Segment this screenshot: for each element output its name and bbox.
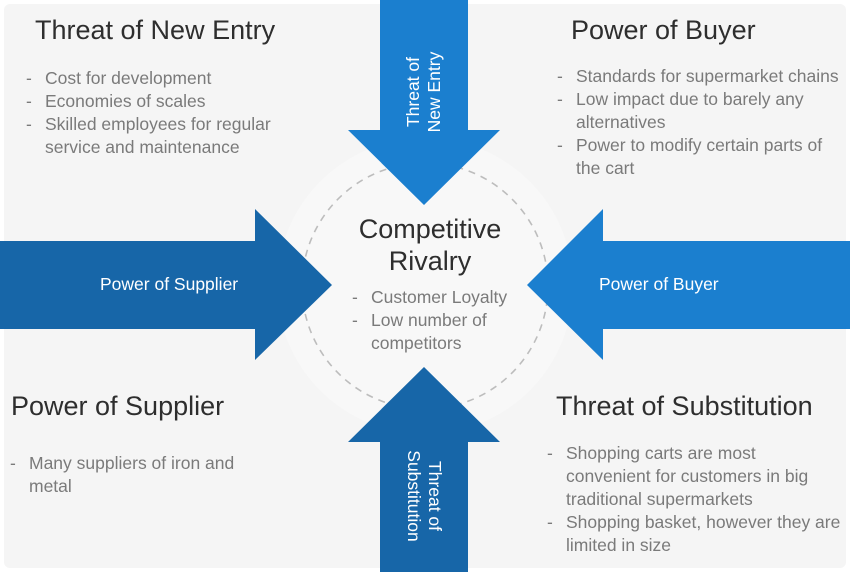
arrow-power-of-supplier bbox=[0, 209, 332, 360]
list-threat-of-new-entry: Cost for development Economies of scales… bbox=[26, 67, 316, 159]
list-item: Many suppliers of iron and metal bbox=[10, 452, 270, 498]
list-item: Low number of competitors bbox=[352, 309, 542, 355]
arrow-label-threat-of-new-entry: Threat of New Entry bbox=[403, 52, 445, 133]
list-item: Low impact due to barely any alternative… bbox=[557, 88, 850, 134]
list-item: Skilled employees for regular service an… bbox=[26, 113, 316, 159]
arrow-label-power-of-buyer: Power of Buyer bbox=[599, 274, 719, 294]
list-power-of-buyer: Standards for supermarket chains Low imp… bbox=[557, 65, 850, 180]
list-item: Standards for supermarket chains bbox=[557, 65, 850, 88]
center-list: Customer Loyalty Low number of competito… bbox=[352, 286, 542, 355]
title-threat-of-new-entry: Threat of New Entry bbox=[35, 15, 276, 45]
arrow-label-line: Threat of bbox=[425, 460, 445, 532]
arrow-label-line: New Entry bbox=[424, 51, 444, 133]
list-item: Cost for development bbox=[26, 67, 316, 90]
title-power-of-supplier: Power of Supplier bbox=[11, 391, 225, 421]
list-item: Shopping basket, however they are limite… bbox=[547, 511, 845, 557]
arrow-threat-of-substitution bbox=[348, 367, 500, 572]
list-item: Economies of scales bbox=[26, 90, 316, 113]
arrow-threat-of-new-entry bbox=[348, 0, 500, 205]
list-power-of-supplier: Many suppliers of iron and metal bbox=[10, 452, 270, 498]
title-threat-of-substitution: Threat of Substitution bbox=[556, 391, 813, 421]
title-power-of-buyer: Power of Buyer bbox=[571, 15, 756, 45]
arrow-power-of-buyer bbox=[527, 209, 850, 360]
center-title-line1: Competitive bbox=[358, 214, 502, 244]
list-threat-of-substitution: Shopping carts are most convenient for c… bbox=[547, 442, 845, 557]
center-title-line2: Rivalry bbox=[388, 246, 472, 276]
arrow-label-line: Threat of bbox=[403, 56, 423, 128]
list-item: Shopping carts are most convenient for c… bbox=[547, 442, 845, 511]
list-item: Customer Loyalty bbox=[352, 286, 542, 309]
list-item: Power to modify certain parts of the car… bbox=[557, 134, 850, 180]
center-title: Competitive Rivalry bbox=[330, 213, 530, 277]
arrow-label-line: Substitution bbox=[404, 450, 424, 542]
arrow-label-threat-of-substitution: Threat of Substitution bbox=[403, 450, 445, 541]
arrow-label-power-of-supplier: Power of Supplier bbox=[100, 274, 239, 294]
